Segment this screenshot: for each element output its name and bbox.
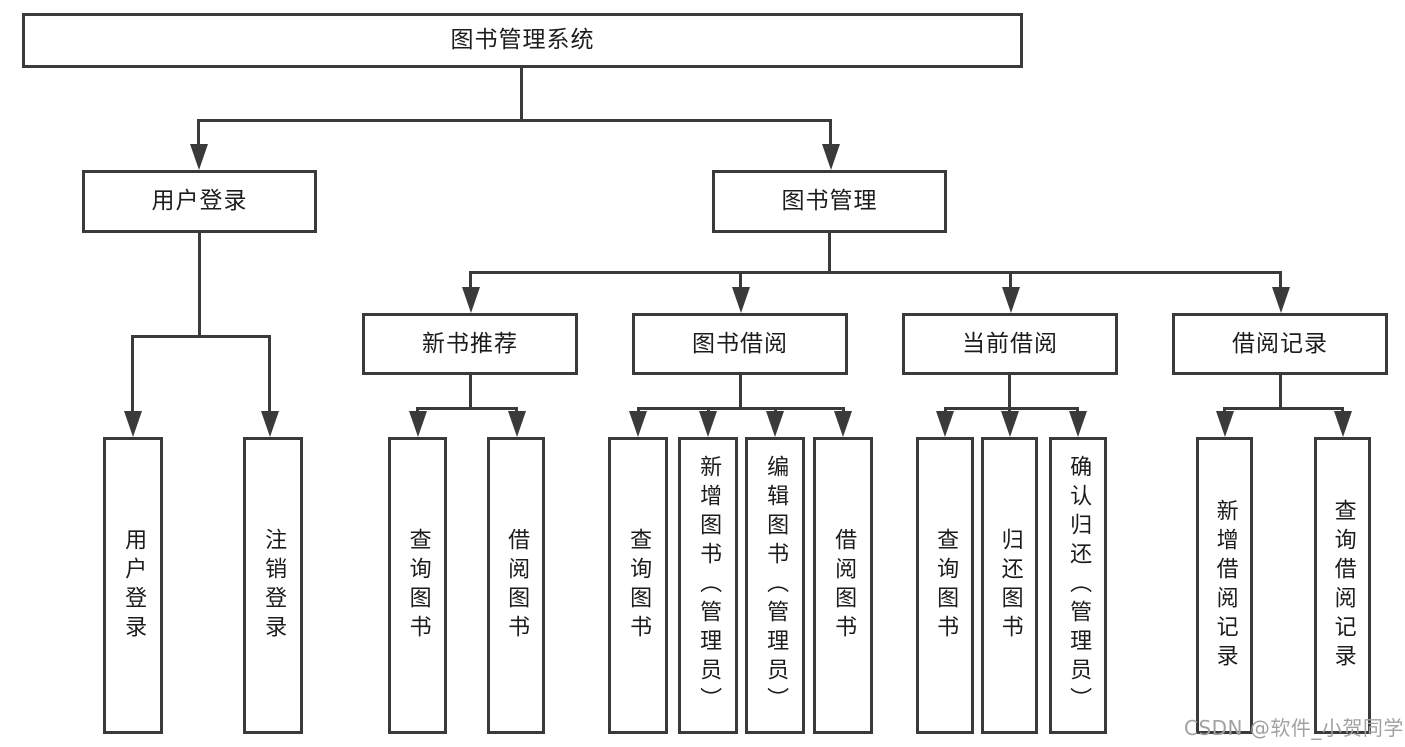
connector-current-bus (944, 407, 1079, 410)
leaf-borrow-books-1-label: 借阅图书 (504, 527, 530, 644)
connector-borrowing-bus (637, 407, 844, 410)
leaf-query-books-3: 查询图书 (916, 437, 974, 734)
node-new-books: 新书推荐 (362, 313, 578, 375)
leaf-borrow-books-2-label: 借阅图书 (831, 527, 857, 644)
arrow-to-new-books (462, 287, 480, 313)
leaf-logout: 注销登录 (243, 437, 303, 734)
arrow-to-leaf (1334, 411, 1352, 437)
arrow-to-borrowing (732, 287, 750, 313)
connector-drop-user-login (197, 119, 200, 147)
csdn-watermark: CSDN @软件_小贺同学 (1184, 716, 1404, 740)
arrow-to-leaf (629, 411, 647, 437)
leaf-confirm-return-admin-label: 确认归还（管理员） (1066, 455, 1092, 716)
leaf-add-books-admin-label: 新增图书（管理员） (696, 455, 722, 716)
arrow-to-leaf (261, 411, 279, 437)
arrow-to-leaf (1216, 411, 1234, 437)
leaf-user-login-label: 用户登录 (121, 527, 147, 644)
leaf-return-books: 归还图书 (981, 437, 1038, 734)
connector-root-bus (197, 119, 832, 122)
leaf-query-books-1-label: 查询图书 (405, 527, 431, 644)
node-current-borrowing: 当前借阅 (902, 313, 1118, 375)
connector-book-mgmt-bus (469, 271, 1282, 274)
node-book-mgmt-label: 图书管理 (781, 188, 878, 214)
leaf-query-books-2: 查询图书 (608, 437, 668, 734)
leaf-return-books-label: 归还图书 (997, 527, 1023, 644)
connector-user-login-bus (131, 335, 271, 338)
node-borrowing-records-label: 借阅记录 (1232, 330, 1328, 357)
leaf-query-books-1: 查询图书 (388, 437, 447, 734)
connector-drop-borrowing (739, 271, 742, 291)
leaf-query-books-2-label: 查询图书 (626, 527, 652, 644)
node-borrowing-records: 借阅记录 (1172, 313, 1388, 375)
node-new-books-label: 新书推荐 (422, 330, 518, 357)
leaf-confirm-return-admin: 确认归还（管理员） (1049, 437, 1107, 734)
connector-book-mgmt-stub (828, 233, 831, 274)
arrow-to-leaf (1069, 411, 1087, 437)
arrow-to-current (1002, 287, 1020, 313)
arrow-to-user-login (190, 144, 208, 170)
connector-current-stub (1008, 375, 1011, 410)
leaf-query-borrow-record-label: 查询借阅记录 (1330, 498, 1356, 673)
leaf-add-borrow-record-label: 新增借阅记录 (1212, 498, 1238, 673)
connector-drop-new-books (469, 271, 472, 291)
arrow-to-leaf (936, 411, 954, 437)
connector-drop-current (1009, 271, 1012, 291)
arrow-to-book-mgmt (822, 144, 840, 170)
node-book-mgmt: 图书管理 (712, 170, 947, 233)
node-current-borrowing-label: 当前借阅 (962, 330, 1058, 357)
connector-root-stub (520, 68, 523, 121)
leaf-edit-books-admin: 编辑图书（管理员） (745, 437, 805, 734)
node-book-borrowing-label: 图书借阅 (692, 330, 788, 357)
leaf-logout-label: 注销登录 (261, 527, 287, 644)
leaf-borrow-books-2: 借阅图书 (813, 437, 873, 734)
arrow-to-leaf (1001, 411, 1019, 437)
arrow-to-leaf (124, 411, 142, 437)
leaf-edit-books-admin-label: 编辑图书（管理员） (763, 455, 789, 716)
node-user-login-label: 用户登录 (151, 188, 248, 214)
connector-drop-leaf (268, 335, 271, 413)
node-book-borrowing: 图书借阅 (632, 313, 848, 375)
connector-records-bus (1223, 407, 1343, 410)
connector-drop-book-mgmt (829, 119, 832, 147)
leaf-query-books-3-label: 查询图书 (933, 527, 959, 644)
node-root-label: 图书管理系统 (450, 27, 595, 53)
connector-records-stub (1279, 375, 1282, 410)
arrow-to-leaf (699, 411, 717, 437)
leaf-query-borrow-record: 查询借阅记录 (1314, 437, 1371, 734)
arrow-to-leaf (834, 411, 852, 437)
connector-drop-records (1279, 271, 1282, 291)
arrow-to-leaf (508, 411, 526, 437)
leaf-add-books-admin: 新增图书（管理员） (678, 437, 738, 734)
leaf-borrow-books-1: 借阅图书 (487, 437, 545, 734)
connector-user-login-stub (198, 233, 201, 337)
arrow-to-records (1272, 287, 1290, 313)
connector-new-books-bus (416, 407, 518, 410)
leaf-add-borrow-record: 新增借阅记录 (1196, 437, 1253, 734)
connector-new-books-stub (469, 375, 472, 410)
leaf-user-login: 用户登录 (103, 437, 163, 734)
arrow-to-leaf (409, 411, 427, 437)
arrow-to-leaf (766, 411, 784, 437)
node-user-login: 用户登录 (82, 170, 317, 233)
node-root: 图书管理系统 (22, 13, 1023, 68)
connector-borrowing-stub (739, 375, 742, 410)
connector-drop-leaf (131, 335, 134, 413)
